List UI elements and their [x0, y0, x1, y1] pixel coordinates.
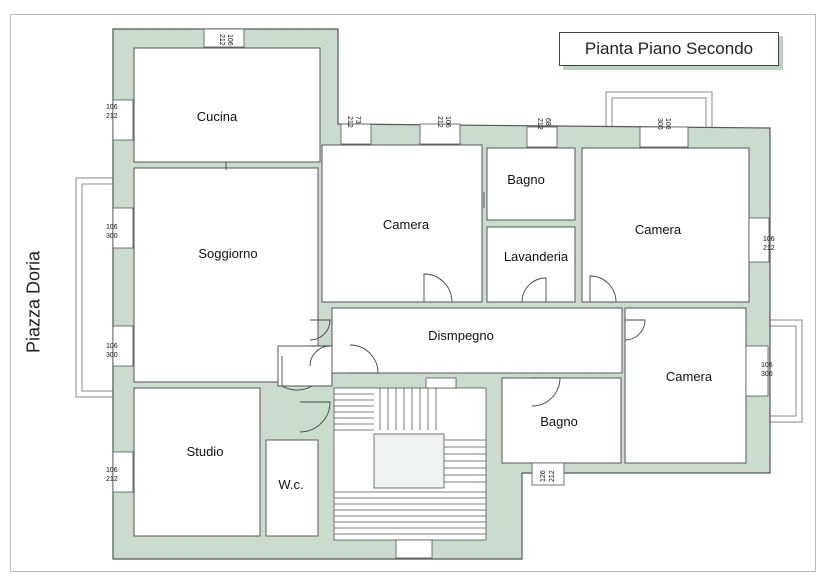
label-bagno-1: Bagno: [507, 172, 545, 187]
label-camera-1: Camera: [383, 217, 430, 232]
stairwell: [333, 387, 487, 541]
dim-w-left-soggiorno-2b: 300: [106, 352, 118, 359]
dim-w-top-cucina-1: 106: [226, 34, 233, 46]
dim-w-top-cucina-2: 212: [218, 34, 225, 46]
room-camera-2: [581, 147, 750, 303]
doors: [225, 162, 646, 433]
room-floors: [133, 47, 750, 537]
plan-title: Pianta Piano Secondo: [584, 39, 754, 58]
room-camera-1: [321, 144, 483, 303]
street-label: Piazza Doria: [23, 250, 44, 354]
dim-w-camera1b-2: 212: [436, 116, 443, 128]
dim-w-camera2-1: 106: [664, 118, 671, 130]
room-bagno-1: [486, 147, 576, 221]
room-hall: [277, 345, 333, 387]
room-studio: [133, 387, 261, 537]
dim-w-right-camera2-1: 106: [763, 236, 775, 243]
dim-w-right-camera3-1: 106: [761, 362, 773, 369]
label-studio: Studio: [187, 444, 224, 459]
dim-w-left-studio-2: 212: [106, 476, 118, 483]
plan-title-box: Pianta Piano Secondo: [559, 32, 779, 66]
label-cucina: Cucina: [197, 109, 238, 124]
room-labels: Cucina Soggiorno Studio W.c. Camera Bagn…: [187, 109, 713, 492]
dim-w-left-soggiorno-2a: 106: [106, 343, 118, 350]
balcony-left: [75, 177, 115, 398]
dim-w-right-camera2-2: 212: [763, 245, 775, 252]
dim-w-bagno-1: 68: [544, 118, 551, 126]
room-disimpegno: [331, 307, 623, 374]
label-lavanderia: Lavanderia: [504, 249, 569, 264]
dim-w-bagno2-2: 212: [549, 470, 556, 482]
dim-w-left-soggiorno-1a: 106: [106, 224, 118, 231]
label-camera-2: Camera: [635, 222, 682, 237]
window-markers: [112, 28, 770, 559]
label-wc: W.c.: [278, 477, 303, 492]
room-bagno-2: [501, 377, 622, 464]
room-cucina: [133, 47, 321, 163]
dimension-labels: 106 212 106 212 106 300 106 300 106 212 …: [106, 34, 775, 483]
dim-w-bagno-2: 212: [536, 118, 543, 130]
dim-w-camera2-2: 300: [656, 118, 663, 130]
dim-w-camera1b-1: 106: [444, 116, 451, 128]
label-bagno-2: Bagno: [540, 414, 578, 429]
dim-w-left-studio-1: 106: [106, 467, 118, 474]
label-soggiorno: Soggiorno: [198, 246, 257, 261]
dim-w-left-cucina-2: 212: [106, 113, 118, 120]
dim-w-bagno2-1: 126: [540, 470, 547, 482]
label-camera-3: Camera: [666, 369, 713, 384]
room-wc: [265, 439, 319, 537]
dim-w-camera1a-2: 212: [346, 116, 353, 128]
dim-w-left-soggiorno-1b: 300: [106, 233, 118, 240]
dim-w-camera1a-1: 73: [354, 116, 361, 124]
dim-w-left-cucina-1: 106: [106, 104, 118, 111]
room-lavanderia: [486, 226, 576, 303]
label-disimpegno: Dismpegno: [428, 328, 494, 343]
room-camera-3: [624, 307, 747, 464]
dim-w-right-camera3-2: 300: [761, 371, 773, 378]
drawing-frame: [10, 14, 816, 572]
